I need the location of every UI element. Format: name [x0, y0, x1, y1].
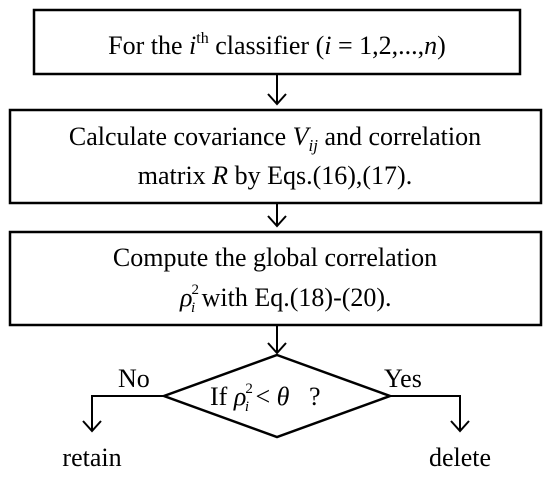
- step2-line2: matrix R by Eqs.(16),(17).: [138, 161, 412, 190]
- no-outcome: retain: [62, 443, 121, 472]
- no-branch-head: [82, 420, 102, 433]
- no-branch-line: [91, 395, 164, 430]
- arrow-3-decision-head: [267, 342, 287, 355]
- step2-line1: Calculate covariance Vij and correlation: [69, 122, 481, 155]
- no-label: No: [118, 364, 150, 393]
- decision-diamond: [160, 353, 394, 439]
- yes-label: Yes: [384, 364, 422, 393]
- arrow-2-3-head: [267, 215, 287, 228]
- step1-box: [32, 8, 522, 76]
- yes-outcome: delete: [429, 443, 491, 472]
- step3-line1: Compute the global correlation: [113, 243, 437, 272]
- yes-branch-head: [450, 420, 470, 433]
- step1-text: For the ith classifier (i = 1,2,...,n): [108, 30, 446, 60]
- step2-box: [8, 108, 543, 205]
- step3-box: [8, 230, 543, 327]
- yes-branch-line: [390, 395, 461, 430]
- arrow-1-2-head: [267, 93, 287, 106]
